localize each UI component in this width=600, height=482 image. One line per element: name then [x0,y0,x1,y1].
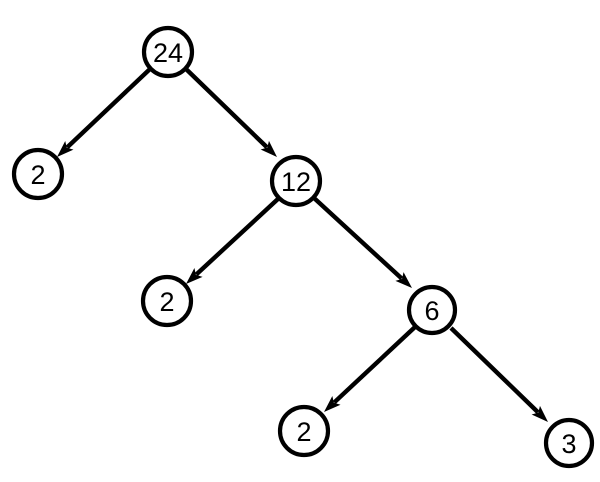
arrow-head-icon [260,140,277,157]
tree-node-n12[interactable]: 12 [269,154,323,208]
node-label: 24 [153,38,183,68]
arrow-head-icon [186,268,203,284]
tree-node-n2b[interactable]: 2 [140,274,194,328]
tree-node-n6[interactable]: 6 [406,284,458,336]
node-circle[interactable] [140,274,194,328]
edge-n24-to-n12 [184,67,277,157]
node-circle[interactable] [11,147,65,201]
edge-line [332,325,417,405]
arrow-head-icon [531,405,548,422]
node-label: 2 [296,417,311,447]
edge-line [449,326,540,414]
edge-line [194,196,281,277]
tree-node-n2a[interactable]: 2 [11,147,65,201]
arrow-head-icon [324,396,341,412]
arrow-head-icon [57,140,74,157]
node-label: 2 [159,287,174,317]
node-label: 12 [281,167,311,197]
tree-node-n3[interactable]: 3 [543,417,595,469]
node-circle[interactable] [543,417,595,469]
node-circle[interactable] [406,284,458,336]
arrow-head-icon [395,272,412,288]
node-circle[interactable] [141,25,195,79]
node-circle[interactable] [277,404,331,458]
nodes-layer: 24 2 12 2 6 2 3 [11,25,595,469]
edge-line [312,196,404,281]
node-label: 6 [424,296,439,326]
node-circle[interactable] [269,154,323,208]
node-label: 3 [561,429,576,459]
edge-n24-to-n2a [57,67,152,157]
node-label: 2 [30,160,45,190]
edge-line [184,67,269,149]
edge-n12-to-n2b [186,196,281,284]
edge-n6-to-n3 [449,326,548,422]
edges-layer [57,67,548,422]
edge-line [65,67,152,149]
tree-node-n24[interactable]: 24 [141,25,195,79]
edge-n6-to-n2c [324,325,417,412]
edge-n12-to-n6 [312,196,412,288]
tree-node-n2c[interactable]: 2 [277,404,331,458]
